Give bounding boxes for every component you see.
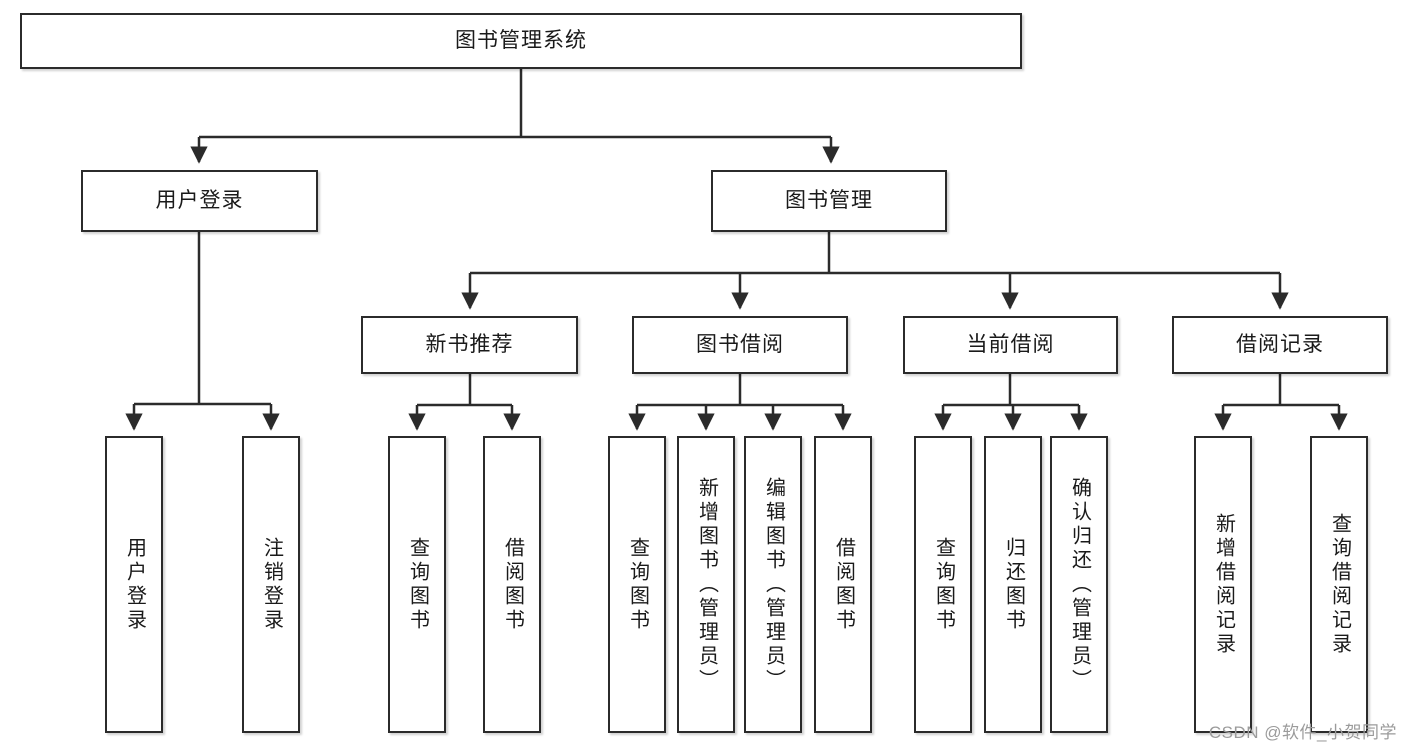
node-leaf-query-record[interactable]: 查询借阅记录 xyxy=(1310,436,1368,733)
node-borrow-record-label: 借阅记录 xyxy=(1236,333,1324,357)
node-user-login-label: 用户登录 xyxy=(155,189,244,213)
node-leaf-add-record-label: 新增借阅记录 xyxy=(1212,512,1235,657)
node-book-manage-label: 图书管理 xyxy=(785,189,873,213)
node-leaf-return-book[interactable]: 归还图书 xyxy=(984,436,1042,733)
node-leaf-user-login-label: 用户登录 xyxy=(123,536,146,633)
node-leaf-add-book[interactable]: 新增图书（管理员） xyxy=(677,436,735,733)
node-leaf-query-book-1[interactable]: 查询图书 xyxy=(388,436,446,733)
node-new-book-rec[interactable]: 新书推荐 xyxy=(361,316,578,374)
watermark: CSDN @软件_小贺同学 xyxy=(1208,723,1397,742)
node-leaf-add-record[interactable]: 新增借阅记录 xyxy=(1194,436,1252,733)
node-leaf-query-book-2-label: 查询图书 xyxy=(626,536,649,633)
node-leaf-query-book-3[interactable]: 查询图书 xyxy=(914,436,972,733)
node-leaf-borrow-book-2-label: 借阅图书 xyxy=(832,536,855,633)
node-user-login[interactable]: 用户登录 xyxy=(81,170,318,232)
node-leaf-add-book-label: 新增图书（管理员） xyxy=(695,476,718,693)
node-leaf-query-book-1-label: 查询图书 xyxy=(406,536,429,633)
node-root-label: 图书管理系统 xyxy=(455,29,587,53)
node-leaf-borrow-book-1-label: 借阅图书 xyxy=(501,536,524,633)
node-leaf-logout[interactable]: 注销登录 xyxy=(242,436,300,733)
node-book-borrow[interactable]: 图书借阅 xyxy=(632,316,848,374)
node-leaf-return-book-label: 归还图书 xyxy=(1002,536,1025,633)
node-leaf-query-book-3-label: 查询图书 xyxy=(932,536,955,633)
node-root[interactable]: 图书管理系统 xyxy=(20,13,1022,69)
node-new-book-rec-label: 新书推荐 xyxy=(425,333,514,357)
node-leaf-query-book-2[interactable]: 查询图书 xyxy=(608,436,666,733)
node-leaf-user-login[interactable]: 用户登录 xyxy=(105,436,163,733)
node-current-borrow[interactable]: 当前借阅 xyxy=(903,316,1118,374)
node-leaf-edit-book[interactable]: 编辑图书（管理员） xyxy=(744,436,802,733)
node-leaf-confirm-return-label: 确认归还（管理员） xyxy=(1068,476,1091,693)
node-leaf-borrow-book-1[interactable]: 借阅图书 xyxy=(483,436,541,733)
node-book-borrow-label: 图书借阅 xyxy=(696,333,784,357)
node-leaf-query-record-label: 查询借阅记录 xyxy=(1328,512,1351,657)
node-leaf-edit-book-label: 编辑图书（管理员） xyxy=(762,476,785,693)
node-borrow-record[interactable]: 借阅记录 xyxy=(1172,316,1388,374)
node-leaf-confirm-return[interactable]: 确认归还（管理员） xyxy=(1050,436,1108,733)
node-leaf-logout-label: 注销登录 xyxy=(260,536,283,633)
node-leaf-borrow-book-2[interactable]: 借阅图书 xyxy=(814,436,872,733)
node-current-borrow-label: 当前借阅 xyxy=(966,333,1055,357)
node-book-manage[interactable]: 图书管理 xyxy=(711,170,947,232)
